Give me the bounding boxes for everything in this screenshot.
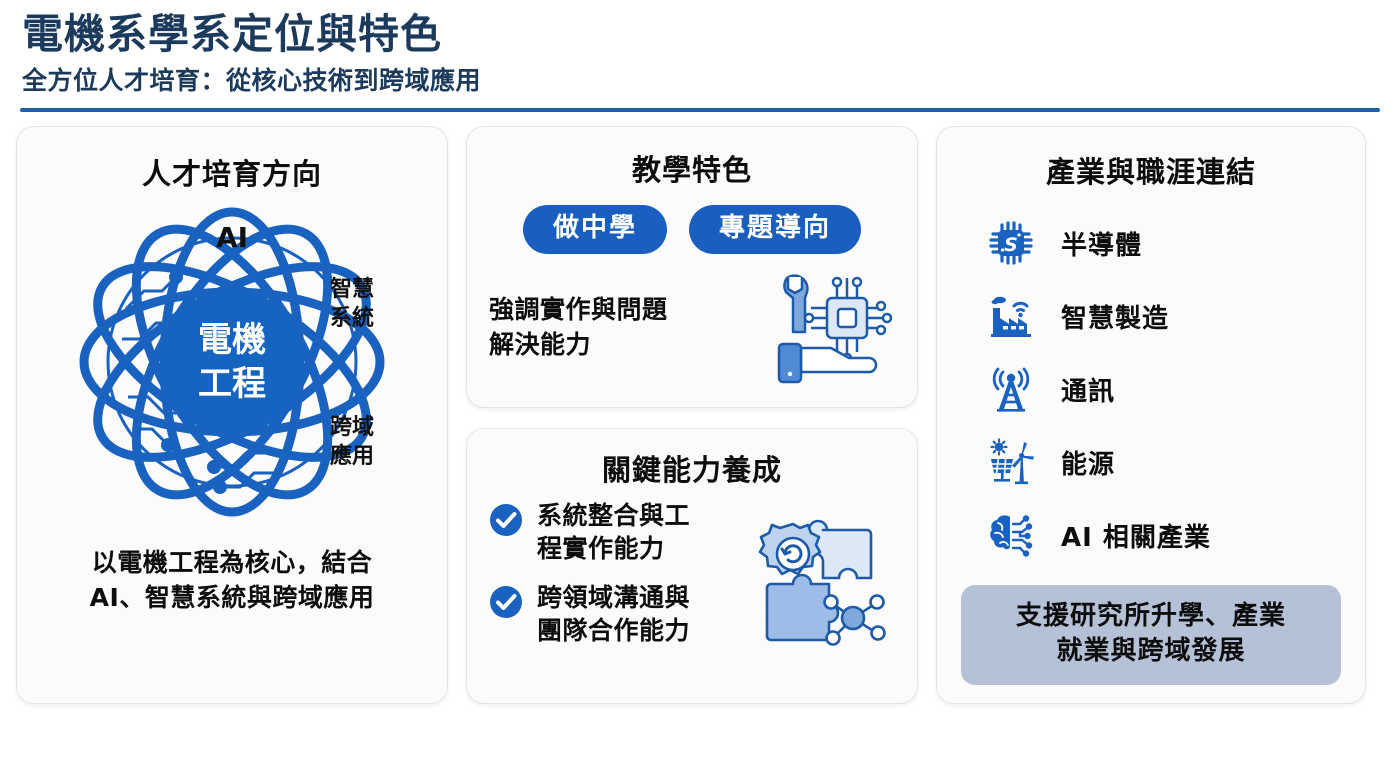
semiconductor-chip-icon: S [987, 219, 1035, 267]
atom-core-line2: 工程 [198, 364, 266, 404]
teaching-card-title: 教學特色 [631, 152, 752, 187]
ai-brain-circuit-icon [987, 511, 1035, 559]
pill-learning-by-doing[interactable]: 做中學 [522, 204, 667, 254]
industry-footer-banner: 支援研究所升學、產業 就業與跨域發展 [961, 584, 1341, 685]
skill-list: 系統整合與工 程實作能力 [489, 499, 745, 663]
smart-factory-icon [987, 292, 1035, 340]
industry-card-title: 產業與職涯連結 [1045, 154, 1256, 189]
industry-banner-line2: 就業與跨域發展 [1056, 635, 1246, 666]
column-left: 人才培育方向 [16, 125, 448, 704]
teaching-card: 教學特色 做中學 專題導向 強調實作與問題 解決能力 [466, 125, 918, 408]
industry-item-energy: 能源 [959, 426, 1343, 499]
antenna-tower-icon [987, 365, 1035, 413]
skill-item: 系統整合與工 程實作能力 [489, 499, 745, 565]
industry-item-smart-manufacturing: 智慧製造 [959, 280, 1343, 353]
industry-banner-line1: 支援研究所升學、產業 [1015, 600, 1286, 631]
column-middle: 教學特色 做中學 專題導向 強調實作與問題 解決能力 [466, 125, 918, 704]
industry-card: 產業與職涯連結 [936, 125, 1366, 704]
atom-diagram: 電機 工程 AI 智慧 系統 跨域 應用 [64, 199, 400, 525]
skills-card-title: 關鍵能力養成 [601, 452, 782, 487]
atom-label-cross-domain-line2: 應用 [330, 443, 374, 469]
atom-label-ai: AI [216, 221, 248, 254]
industry-label: AI 相關產業 [1061, 522, 1211, 553]
check-circle-icon [489, 503, 523, 537]
industry-item-ai: AI 相關產業 [959, 499, 1343, 572]
skill-item: 跨領域溝通與 團隊合作能力 [489, 581, 745, 647]
gear-puzzle-network-icon [745, 506, 895, 656]
wrench-chip-hand-icon [765, 268, 895, 386]
solar-wind-energy-icon [987, 438, 1035, 486]
skill-text: 系統整合與工 程實作能力 [537, 499, 690, 565]
teaching-pill-row: 做中學 專題導向 [489, 204, 895, 254]
skill-text: 跨領域溝通與 團隊合作能力 [537, 581, 690, 647]
skill-text-line1: 跨領域溝通與 [537, 582, 691, 612]
talent-caption: 以電機工程為核心，結合 AI、智慧系統與跨域應用 [90, 545, 375, 615]
atom-label-smart-systems-line2: 系統 [330, 305, 374, 331]
atom-label-cross-domain-line1: 跨域 [330, 414, 374, 440]
skill-text-line2: 團隊合作能力 [537, 615, 691, 645]
industry-list: S 半導體 [959, 207, 1343, 581]
column-right: 產業與職涯連結 [936, 125, 1366, 704]
industry-label: 智慧製造 [1061, 303, 1170, 334]
atom-label-smart-systems-line1: 智慧 [330, 276, 374, 302]
talent-card-title: 人才培育方向 [141, 156, 322, 191]
skills-card: 關鍵能力養成 系統整合與工 程實 [466, 427, 918, 704]
skill-text-line2: 程實作能力 [537, 533, 665, 563]
industry-item-semiconductor: S 半導體 [959, 207, 1343, 280]
header-divider [20, 107, 1380, 112]
industry-label: 能源 [1061, 449, 1116, 480]
teaching-text: 強調實作與問題 解決能力 [489, 292, 765, 362]
industry-label: 半導體 [1061, 230, 1143, 261]
check-circle-icon [489, 585, 523, 619]
teaching-body: 強調實作與問題 解決能力 [489, 268, 895, 386]
atom-core-line1: 電機 [198, 320, 266, 360]
talent-caption-line1: 以電機工程為核心，結合 [91, 547, 373, 577]
industry-item-communications: 通訊 [959, 353, 1343, 426]
slide-header: 電機系學系定位與特色 全方位人才培育：從核心技術到跨域應用 [0, 0, 1398, 96]
teaching-text-line1: 強調實作與問題 [489, 294, 668, 324]
teaching-text-line2: 解決能力 [489, 329, 592, 359]
industry-label: 通訊 [1061, 376, 1116, 407]
talent-caption-line2: AI、智慧系統與跨域應用 [89, 582, 375, 612]
page-title: 電機系學系定位與特色 [22, 10, 442, 58]
skill-text-line1: 系統整合與工 [537, 500, 691, 530]
pill-project-based[interactable]: 專題導向 [689, 204, 862, 254]
page-subtitle: 全方位人才培育：從核心技術到跨域應用 [22, 65, 482, 95]
content-columns: 人才培育方向 [0, 112, 1398, 704]
talent-card: 人才培育方向 [16, 125, 448, 704]
svg-text:S: S [1004, 234, 1018, 256]
skills-body: 系統整合與工 程實作能力 [489, 499, 895, 663]
